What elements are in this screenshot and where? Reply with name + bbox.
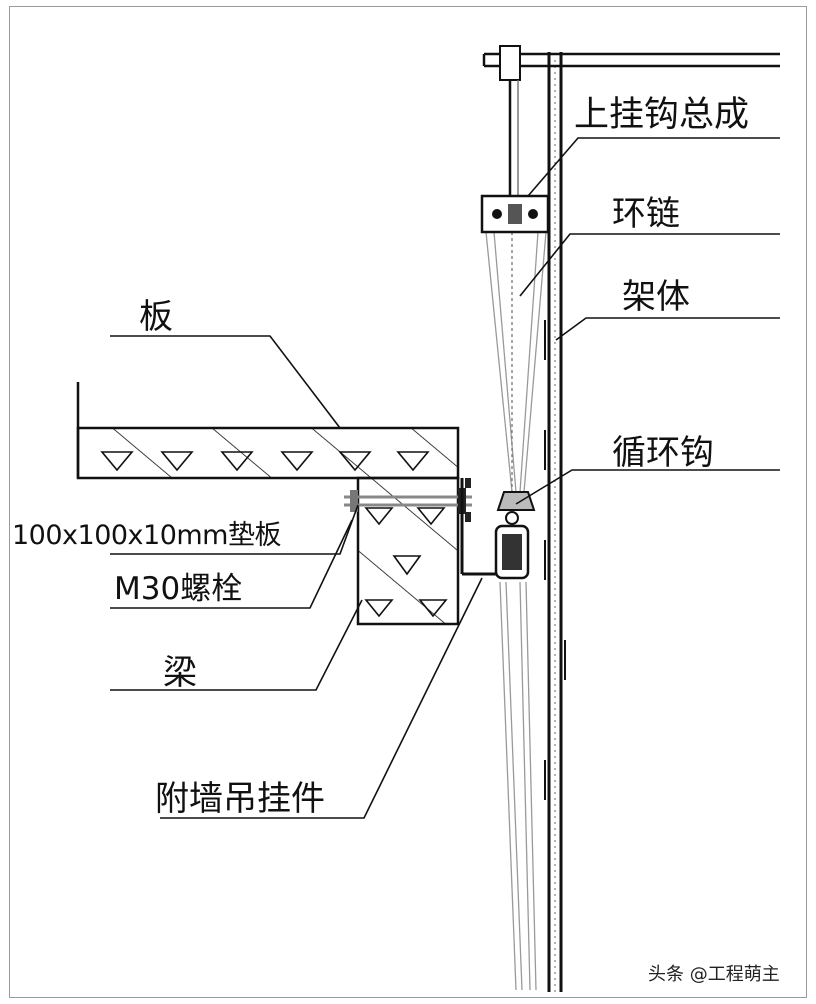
label-beam: 梁 (163, 653, 197, 693)
upper-hook-assembly (480, 45, 780, 234)
leader-bolt (110, 519, 353, 609)
leader-frame-body (555, 317, 780, 341)
watermark: 头条 @工程萌主 (648, 964, 780, 985)
cycle-hook (494, 491, 536, 580)
label-cycle-hook: 循环钩 (612, 433, 714, 473)
label-pad-plate: 100x100x10mm垫板 (12, 520, 282, 551)
leader-wall-hanger (160, 577, 483, 819)
wall-hanger (460, 478, 500, 576)
leader-upper-hook (527, 137, 780, 197)
label-frame-body: 架体 (622, 277, 690, 317)
leader-cycle-hook (515, 469, 780, 505)
label-slab: 板 (139, 297, 173, 337)
slab (76, 382, 460, 480)
label-wall-hanger: 附墙吊挂件 (155, 779, 325, 819)
leader-lines (110, 137, 780, 819)
leader-slab (110, 335, 341, 429)
beam (356, 476, 460, 626)
leader-beam (110, 599, 363, 691)
ring-chain (485, 231, 547, 991)
label-upper-hook-assembly: 上挂钩总成 (574, 95, 750, 135)
leader-ring-chain (519, 233, 780, 297)
label-ring-chain: 环链 (612, 194, 680, 234)
frame-body (544, 52, 566, 992)
label-bolt: M30螺栓 (114, 571, 243, 607)
